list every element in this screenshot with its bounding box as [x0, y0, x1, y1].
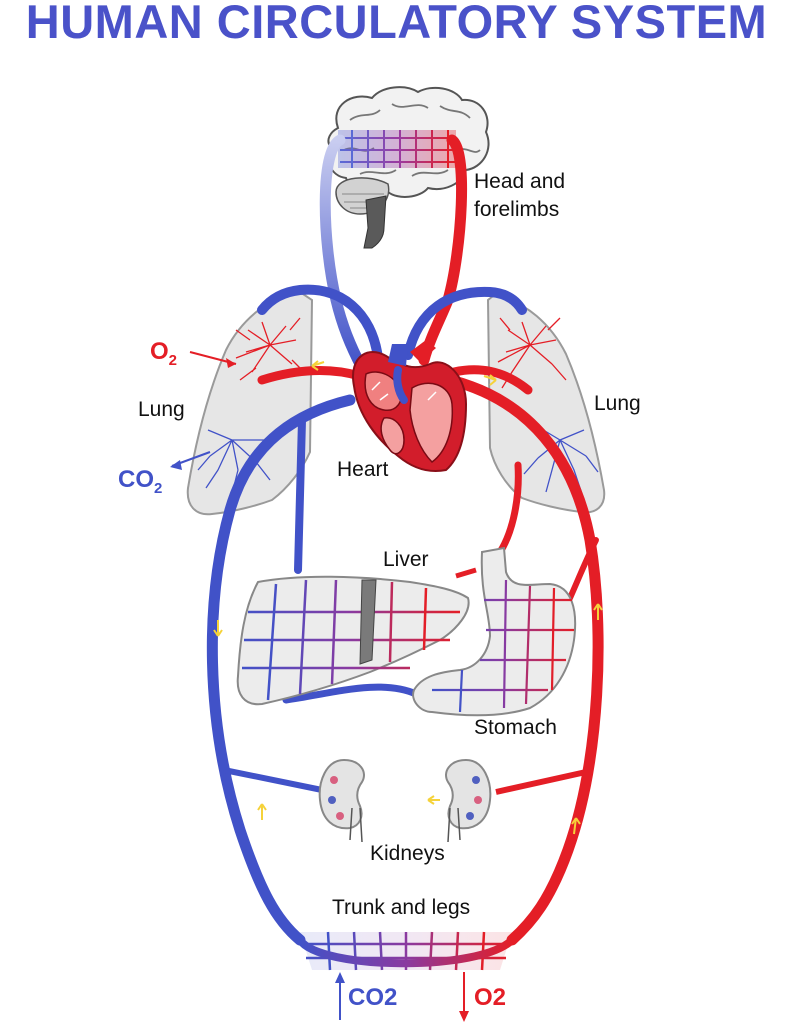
trunk-capillaries	[296, 931, 515, 971]
renal-vein	[223, 767, 323, 793]
pulmonary-artery-left	[257, 284, 383, 363]
pulmonary-vein-left	[257, 365, 365, 385]
stomach-organ	[412, 546, 577, 717]
pulmonary-artery-right	[403, 286, 527, 360]
lung-left-organ	[186, 290, 314, 516]
liver-artery-link	[455, 567, 477, 579]
kidney-left	[318, 758, 365, 843]
label-stomach: Stomach	[474, 716, 557, 739]
label-head-line2: forelimbs	[474, 198, 560, 221]
kidney-right	[445, 758, 492, 843]
hepatic-vein	[294, 416, 306, 574]
flow-arrows	[213, 360, 603, 835]
o2-lung-arrow	[189, 351, 237, 368]
label-o2-lung: O2	[150, 338, 178, 369]
label-liver: Liver	[383, 548, 429, 571]
renal-artery	[495, 769, 587, 795]
o2-bottom-arrow	[459, 972, 469, 1022]
head-artery	[418, 134, 468, 366]
label-kidneys: Kidneys	[370, 842, 445, 865]
label-head: Head and	[474, 170, 566, 193]
label-trunk: Trunk and legs	[332, 896, 471, 919]
page-title: HUMAN CIRCULATORY SYSTEM	[25, 0, 768, 48]
co2-lung-arrow	[170, 451, 211, 470]
vena-cava	[206, 394, 356, 946]
label-lung-right: Lung	[594, 392, 641, 415]
pulmonary-vein-right	[449, 365, 533, 395]
aorta	[444, 374, 604, 946]
label-co2-lung: CO2	[118, 466, 163, 497]
stomach-artery-side	[567, 537, 599, 601]
label-o2-bottom: O2	[474, 984, 507, 1011]
portal-vein	[282, 683, 420, 704]
head-vein	[319, 134, 368, 374]
liver-organ	[236, 575, 470, 706]
co2-bottom-arrow	[335, 972, 345, 1020]
label-heart: Heart	[337, 458, 389, 481]
heart-organ	[352, 340, 468, 472]
label-lung-left: Lung	[138, 398, 185, 421]
label-co2-bottom: CO2	[348, 984, 398, 1011]
